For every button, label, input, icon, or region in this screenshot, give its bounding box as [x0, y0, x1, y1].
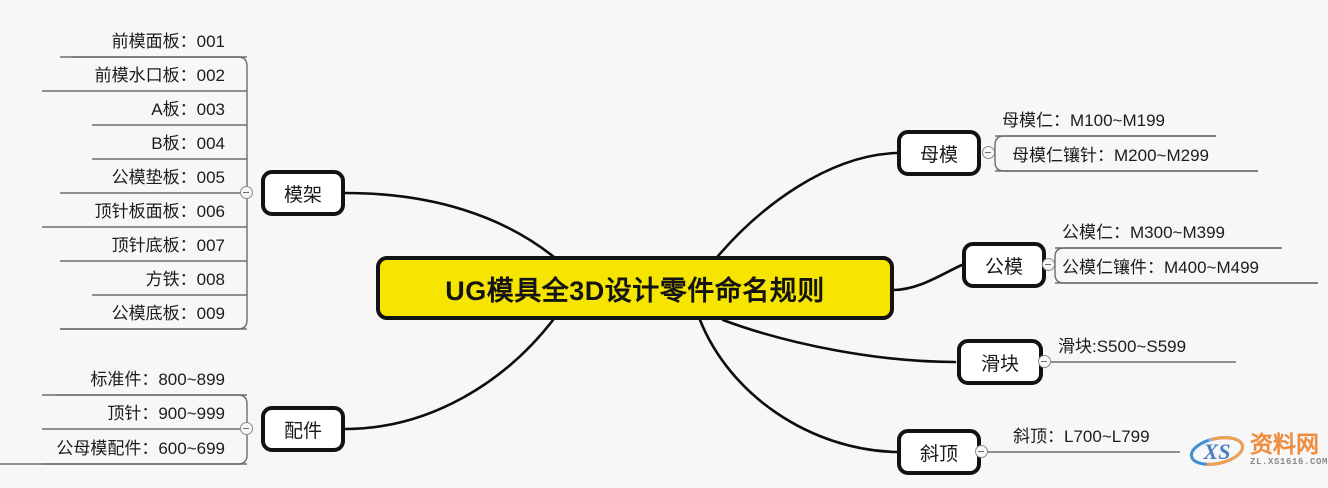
branch-node-mold-base[interactable]: 模架 — [261, 170, 345, 216]
link-root-to-mold-base — [343, 191, 562, 264]
branch-node-accessories[interactable]: 配件 — [261, 406, 345, 452]
branch-node-accessories-label: 配件 — [283, 420, 322, 442]
leaf-mold-base-5[interactable]: 公模垫板：005 — [111, 168, 225, 187]
leaf-mold-base-2[interactable]: 前模水口板：002 — [94, 66, 225, 85]
branch-node-lifter-label: 斜顶 — [919, 443, 958, 465]
leaf-accessories-2[interactable]: 顶针：900~999 — [107, 404, 225, 423]
link-root-to-cavity — [711, 151, 899, 264]
minus-icon — [1041, 360, 1048, 362]
xs-logo-icon: XS — [1188, 432, 1246, 468]
branch-node-lifter[interactable]: 斜顶 — [897, 429, 981, 475]
toggle-cavity[interactable] — [982, 146, 995, 159]
minus-icon — [243, 427, 250, 429]
link-root-to-core — [891, 263, 964, 292]
leaf-accessories-3[interactable]: 公母模配件：600~699 — [56, 439, 225, 458]
branch-node-slider-label: 滑块 — [980, 353, 1019, 375]
branch-node-cavity[interactable]: 母模 — [897, 130, 981, 176]
toggle-lifter[interactable] — [975, 445, 988, 458]
leaf-cavity-2[interactable]: 母模仁镶针：M200~M299 — [1012, 146, 1209, 165]
watermark: XS 资料网 ZL.XS1616.COM — [1188, 432, 1328, 468]
leaf-mold-base-4[interactable]: B板：004 — [151, 134, 225, 153]
svg-text:XS: XS — [1203, 439, 1231, 464]
watermark-url: ZL.XS1616.COM — [1250, 457, 1328, 467]
leaf-mold-base-7[interactable]: 顶针底板：007 — [111, 236, 225, 255]
watermark-site-name: 资料网 — [1250, 431, 1319, 457]
leaf-cavity-1[interactable]: 母模仁：M100~M199 — [1002, 111, 1165, 130]
minus-icon — [985, 151, 992, 153]
leaf-mold-base-9[interactable]: 公模底板：009 — [111, 304, 225, 323]
leaf-slider-1[interactable]: 滑块:S500~S599 — [1058, 337, 1187, 356]
minus-icon — [978, 450, 985, 452]
leaf-accessories-1[interactable]: 标准件：800~899 — [90, 370, 225, 389]
minus-icon — [1045, 263, 1052, 265]
branch-node-cavity-label: 母模 — [919, 144, 958, 166]
leaf-lifter-1[interactable]: 斜顶：L700~L799 — [1013, 427, 1150, 446]
branch-node-mold-base-label: 模架 — [283, 184, 322, 206]
link-root-to-lifter — [698, 318, 899, 454]
leaf-mold-base-3[interactable]: A板：003 — [151, 100, 225, 119]
root-node[interactable]: UG模具全3D设计零件命名规则 — [376, 256, 894, 320]
leaf-core-1[interactable]: 公模仁：M300~M399 — [1062, 223, 1225, 242]
root-node-label: UG模具全3D设计零件命名规则 — [445, 275, 825, 306]
toggle-slider[interactable] — [1038, 355, 1051, 368]
branch-node-core-label: 公模 — [984, 256, 1023, 278]
toggle-accessories[interactable] — [240, 422, 253, 435]
branch-node-slider[interactable]: 滑块 — [957, 339, 1043, 385]
branch-node-core[interactable]: 公模 — [962, 242, 1046, 288]
watermark-text: 资料网 ZL.XS1616.COM — [1250, 433, 1328, 467]
leaf-mold-base-1[interactable]: 前模面板：001 — [111, 32, 225, 51]
minus-icon — [243, 191, 250, 193]
toggle-core[interactable] — [1042, 258, 1055, 271]
link-root-to-slider — [721, 318, 957, 364]
link-root-to-accessories — [343, 318, 555, 431]
leaf-mold-base-8[interactable]: 方铁：008 — [145, 270, 225, 289]
toggle-mold-base[interactable] — [240, 186, 253, 199]
leaf-mold-base-6[interactable]: 顶针板面板：006 — [94, 202, 225, 221]
leaf-core-2[interactable]: 公模仁镶件：M400~M499 — [1062, 258, 1259, 277]
